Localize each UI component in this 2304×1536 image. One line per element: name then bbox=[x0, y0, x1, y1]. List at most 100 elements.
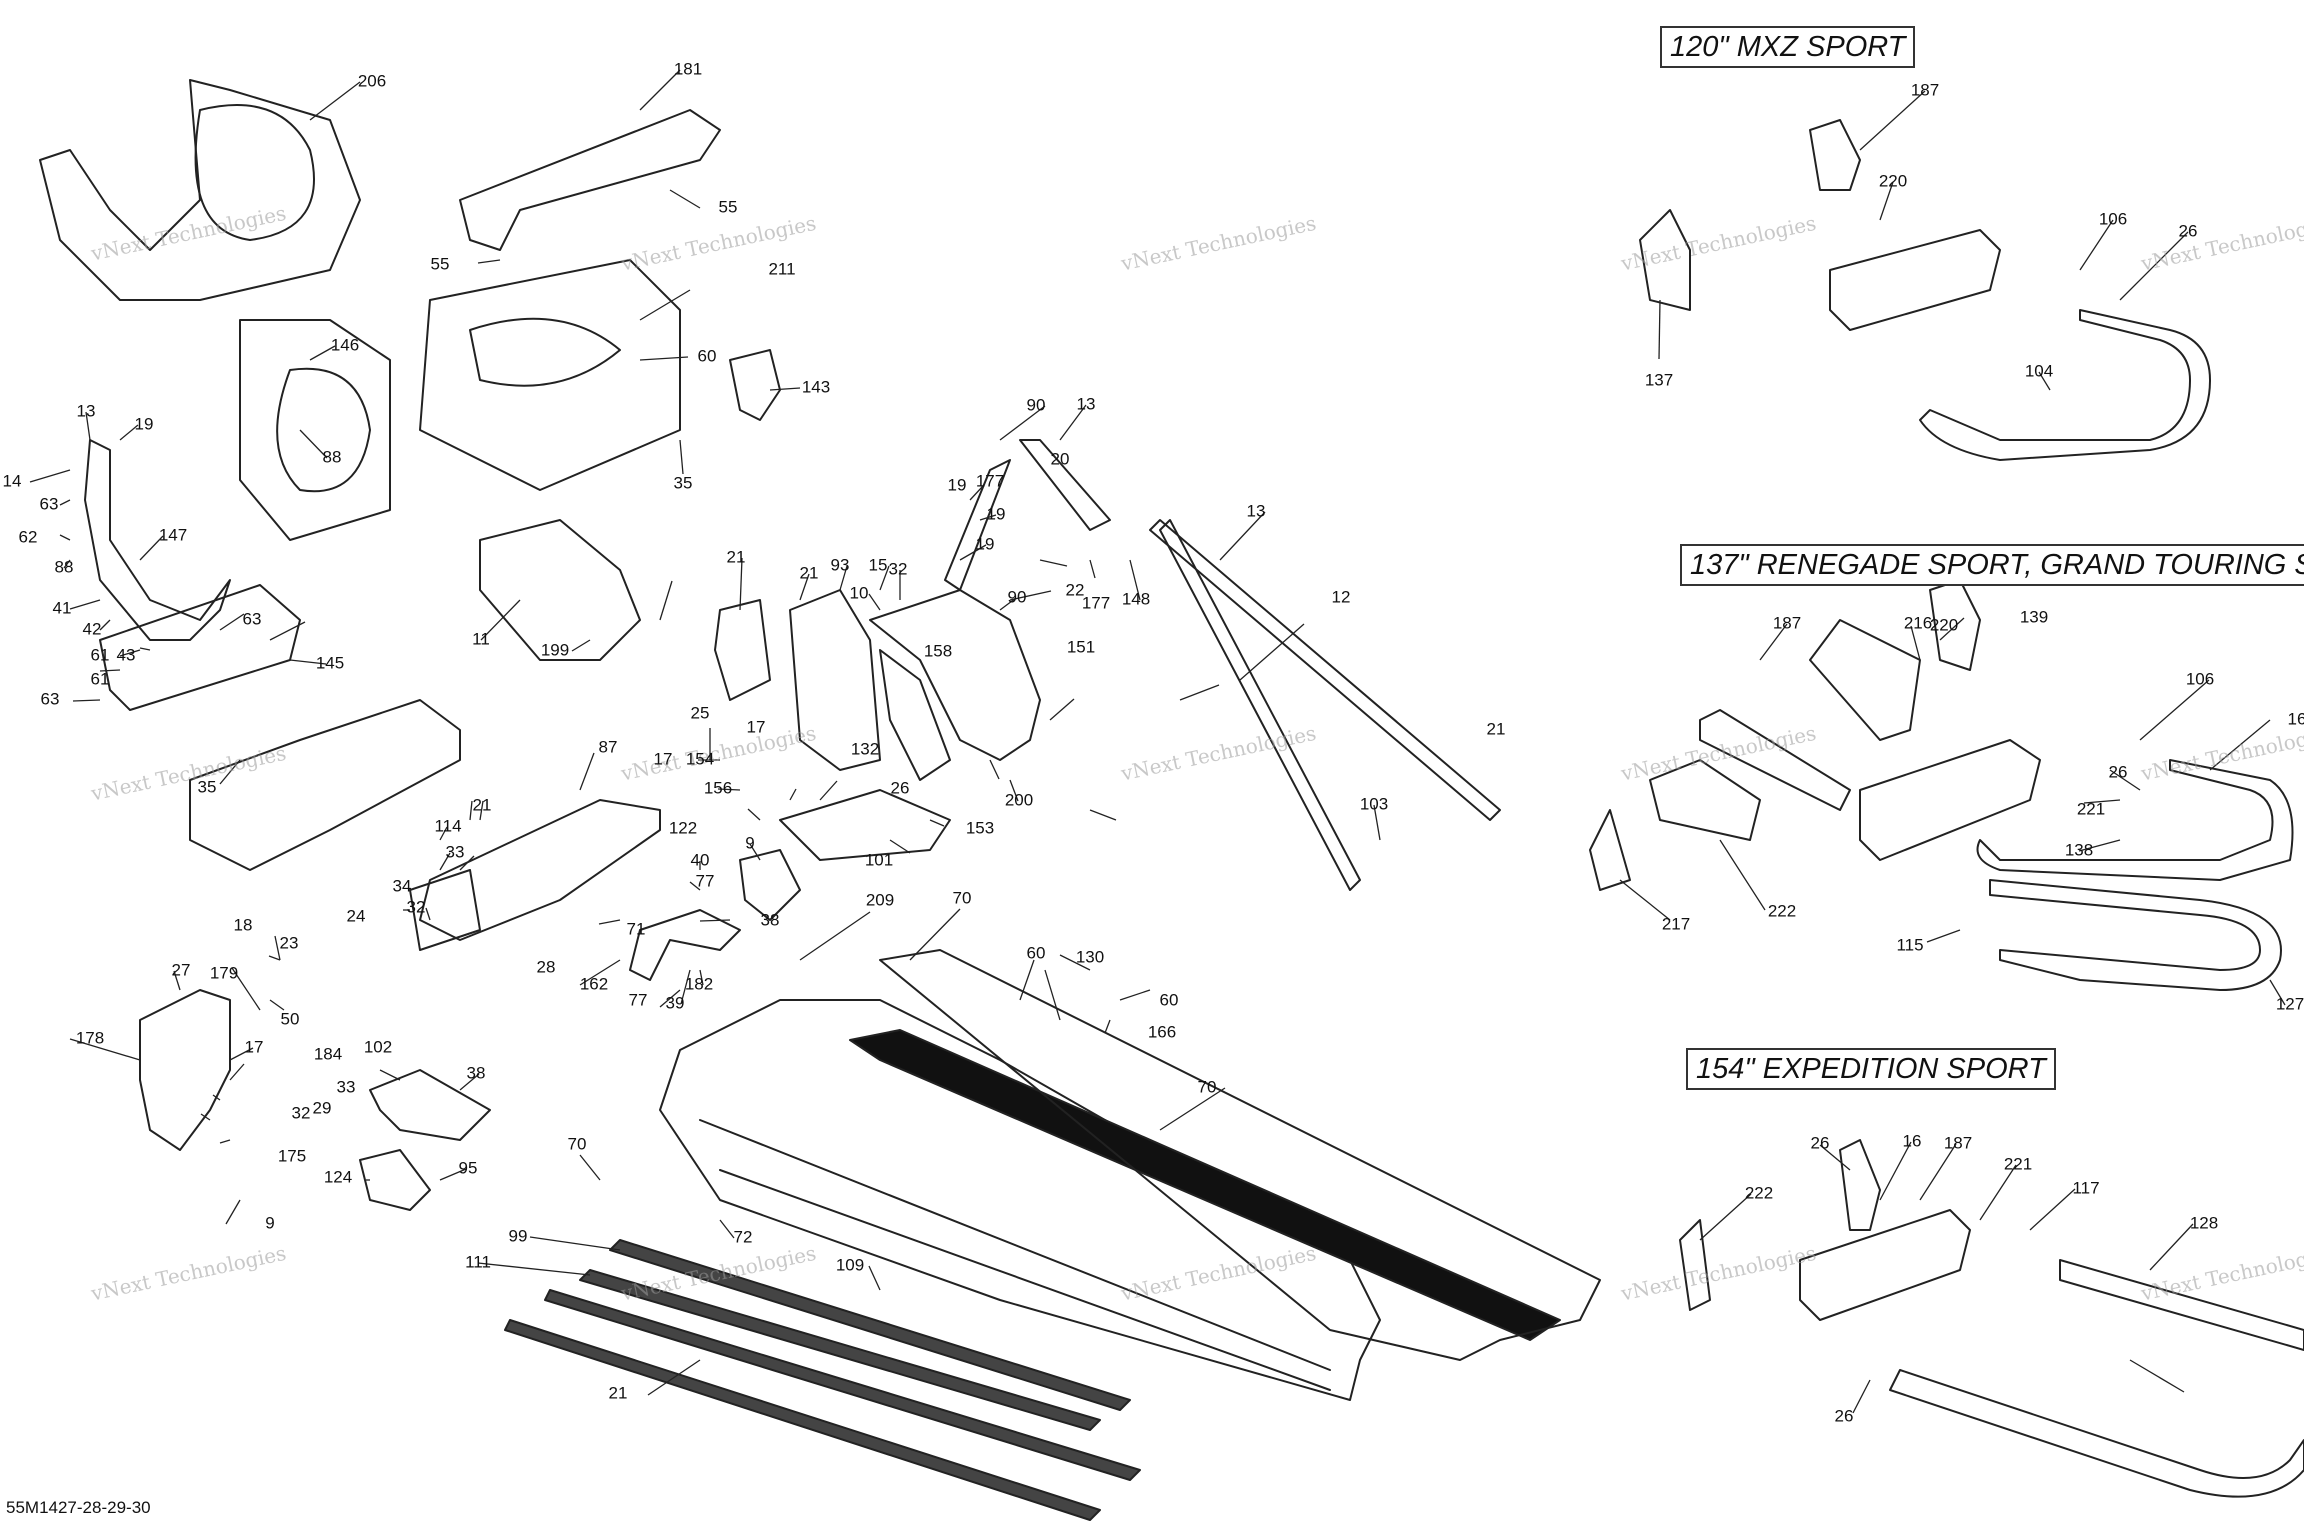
callout-number: 148 bbox=[1122, 589, 1150, 608]
watermark-text: vNext Technologies bbox=[2138, 721, 2304, 786]
callout-number: 175 bbox=[278, 1146, 306, 1165]
callout-number: 32 bbox=[292, 1103, 311, 1122]
leader-line bbox=[1979, 1164, 2017, 1221]
leader-line bbox=[309, 81, 361, 121]
callout-number: 24 bbox=[347, 906, 366, 925]
leader-line bbox=[459, 855, 475, 871]
section-title-120-mxz-sport: 120" MXZ SPORT bbox=[1660, 26, 1916, 68]
callout-number: 32 bbox=[889, 559, 908, 578]
slider-99 bbox=[579, 1269, 1101, 1431]
callout-number: 12 bbox=[1332, 587, 1351, 606]
leader-line bbox=[579, 752, 595, 791]
leader-line bbox=[1879, 1141, 1912, 1201]
leader-line bbox=[268, 955, 281, 961]
callout-number: 184 bbox=[314, 1044, 342, 1063]
leader-line bbox=[529, 1236, 621, 1251]
leader-line bbox=[799, 911, 871, 961]
leader-line bbox=[999, 597, 1017, 611]
leader-line bbox=[717, 788, 741, 791]
callout-number: 217 bbox=[1662, 914, 1690, 933]
leader-line bbox=[1019, 959, 1035, 1001]
leader-line bbox=[212, 1094, 221, 1101]
callout-number: 28 bbox=[537, 957, 556, 976]
callout-number: 55 bbox=[719, 197, 738, 216]
callout-number: 9 bbox=[265, 1213, 274, 1232]
watermark-text: vNext Technologies bbox=[88, 1241, 288, 1306]
leader-line bbox=[99, 619, 111, 631]
leader-line bbox=[769, 387, 801, 391]
leader-line bbox=[1179, 684, 1220, 701]
callout-number: 216 bbox=[1904, 613, 1932, 632]
callout-number: 139 bbox=[2020, 607, 2048, 626]
leader-line bbox=[274, 935, 281, 961]
callout-number: 181 bbox=[674, 59, 702, 78]
callout-number: 104 bbox=[2025, 361, 2053, 380]
callout-number: 106 bbox=[2186, 669, 2214, 688]
leader-line bbox=[29, 469, 71, 483]
leader-line bbox=[571, 639, 591, 652]
bumper-117b bbox=[1889, 1369, 2304, 1498]
callout-number: 26 bbox=[2109, 762, 2128, 781]
rail-182 bbox=[629, 909, 741, 981]
leader-line bbox=[2083, 799, 2121, 804]
leader-line bbox=[72, 699, 101, 702]
frame-front-part bbox=[39, 79, 361, 301]
callout-number: 18 bbox=[234, 915, 253, 934]
callout-number: 114 bbox=[434, 816, 461, 835]
section-title-154-expedition-sport: 154" EXPEDITION SPORT bbox=[1686, 1048, 2056, 1090]
callout-number: 19 bbox=[987, 504, 1006, 523]
callout-number: 21 bbox=[1487, 719, 1506, 738]
leader-line bbox=[219, 1139, 231, 1144]
callout-number: 19 bbox=[135, 414, 154, 433]
leader-line bbox=[1879, 181, 1894, 221]
leader-line bbox=[309, 345, 336, 361]
rod-158b bbox=[1159, 519, 1361, 891]
callout-number: 177 bbox=[1082, 593, 1110, 612]
callout-number: 13 bbox=[1077, 394, 1096, 413]
panel-114 bbox=[409, 869, 481, 951]
leader-line bbox=[425, 907, 431, 921]
callout-number: 26 bbox=[2179, 221, 2198, 240]
leader-line bbox=[2129, 1359, 2185, 1393]
callout-number: 71 bbox=[627, 919, 646, 938]
leader-line bbox=[749, 843, 761, 861]
callout-number: 19 bbox=[948, 475, 967, 494]
rail-139 bbox=[1699, 709, 1851, 811]
leader-line bbox=[2029, 1188, 2076, 1231]
leader-line bbox=[2079, 219, 2114, 271]
leader-line bbox=[63, 559, 71, 569]
leader-line bbox=[868, 1265, 881, 1291]
bracket-143 bbox=[729, 349, 781, 421]
callout-number: 34 bbox=[393, 876, 412, 895]
leader-line bbox=[979, 514, 997, 521]
leader-line bbox=[647, 1359, 701, 1396]
leader-line bbox=[439, 1168, 467, 1181]
leader-line bbox=[2139, 679, 2210, 741]
callout-number: 88 bbox=[55, 557, 74, 576]
leader-line bbox=[1939, 617, 1965, 641]
leader-line bbox=[480, 599, 521, 641]
watermark-text: vNext Technologies bbox=[2138, 211, 2304, 276]
bracket-128 bbox=[1679, 1219, 1711, 1311]
callout-number: 221 bbox=[2004, 1154, 2032, 1173]
leader-line bbox=[1059, 954, 1091, 971]
slider-109 bbox=[609, 1239, 1131, 1411]
leader-line bbox=[459, 1073, 480, 1091]
callout-number: 70 bbox=[1198, 1077, 1217, 1096]
leader-line bbox=[69, 599, 101, 610]
callout-number: 72 bbox=[734, 1227, 753, 1246]
callout-number: 158 bbox=[924, 641, 952, 660]
callout-number: 61 bbox=[91, 645, 110, 664]
leader-line bbox=[1919, 1143, 1957, 1201]
leader-line bbox=[139, 647, 151, 651]
leader-line bbox=[2209, 719, 2271, 771]
leader-line bbox=[469, 800, 473, 821]
leader-line bbox=[689, 881, 701, 891]
leader-line bbox=[929, 819, 945, 827]
callout-number: 50 bbox=[281, 1009, 300, 1028]
leader-line bbox=[719, 1219, 735, 1239]
callout-number: 211 bbox=[768, 259, 795, 278]
callout-number: 130 bbox=[1076, 947, 1104, 966]
callout-number: 16 bbox=[2288, 709, 2304, 728]
